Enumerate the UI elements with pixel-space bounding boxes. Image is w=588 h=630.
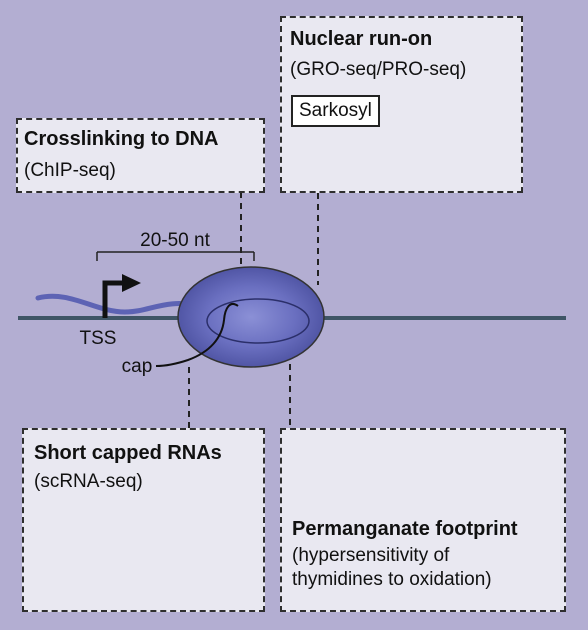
scrna-title: Short capped RNAs [34,442,222,464]
connector-lines [188,192,319,428]
runon-subtitle: (GRO-seq/PRO-seq) [290,59,467,80]
perm-title: Permanganate footprint [292,518,518,540]
perm-box: Permanganate footprint (hypersensitivity… [280,428,566,612]
scrna-subtitle: (scRNA-seq) [34,471,143,492]
sarkosyl-label: Sarkosyl [291,95,380,127]
span-label: 20-50 nt [140,230,210,251]
capped-rna-in-polymerase [155,302,239,367]
perm-line-2: thymidines to oxidation) [292,569,492,590]
perm-line-1: (hypersensitivity of [292,545,450,566]
polymerase-channel [206,298,310,344]
chip-subtitle: (ChIP-seq) [24,160,116,181]
rna-polymerase [177,266,325,368]
runon-title: Nuclear run-on [290,28,433,50]
chip-box: Crosslinking to DNA (ChIP-seq) [16,118,265,193]
tss-label: TSS [80,328,117,349]
tss-arrow-icon [102,274,141,318]
scrna-box: Short capped RNAs (scRNA-seq) [22,428,265,612]
cap-label: cap [122,356,153,377]
span-bracket [96,251,255,261]
nascent-rna [35,293,203,315]
chip-title: Crosslinking to DNA [24,128,219,150]
runon-box: Nuclear run-on (GRO-seq/PRO-seq) Sarkosy… [280,16,523,193]
